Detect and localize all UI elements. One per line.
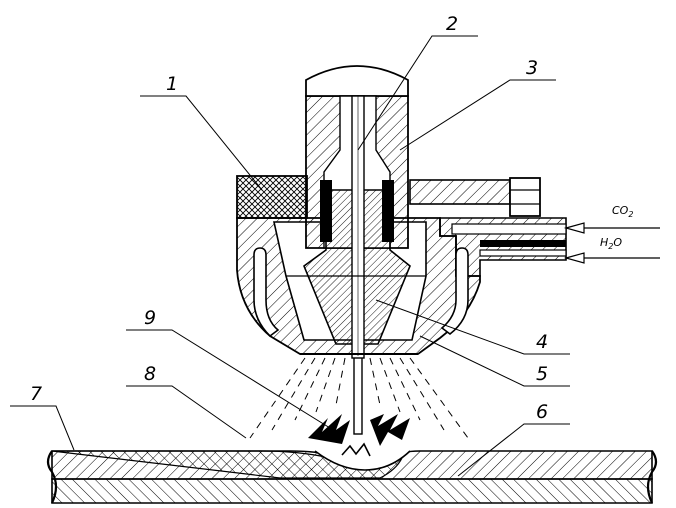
arc-right — [370, 414, 410, 446]
insulator-ring-right — [409, 179, 511, 205]
leaders — [10, 35, 570, 477]
label-3: 3 — [526, 57, 538, 79]
workpiece — [46, 450, 658, 504]
spray-right — [369, 357, 469, 439]
torch — [236, 65, 567, 359]
lower-plate — [51, 478, 653, 504]
label-1: 1 — [166, 73, 178, 95]
h2o-label: H2O — [600, 236, 622, 251]
label-4: 4 — [536, 331, 548, 353]
electrode-tip — [353, 355, 363, 435]
gas-inlets: CO2 H2O — [563, 204, 660, 264]
label-6: 6 — [536, 401, 548, 423]
label-2: 2 — [446, 13, 458, 35]
melt-pool — [314, 450, 411, 471]
body-cap — [305, 65, 409, 97]
leader-6 — [457, 423, 570, 477]
water-channel — [480, 240, 566, 247]
cooling-slot-right — [440, 247, 469, 336]
gas-channel-top — [451, 223, 567, 235]
leader-1 — [140, 95, 263, 191]
label-7: 7 — [30, 383, 42, 405]
leader-4 — [375, 299, 570, 355]
label-8: 8 — [144, 363, 156, 385]
leader-8 — [126, 385, 247, 439]
leader-7 — [10, 405, 75, 451]
leader-5 — [419, 335, 570, 387]
label-9: 9 — [144, 307, 156, 329]
arc-spray — [249, 355, 469, 457]
part-numbers: 1 2 3 4 5 6 7 8 9 — [30, 13, 548, 423]
left-break — [46, 450, 58, 504]
leader-3 — [399, 79, 556, 151]
leader-9 — [126, 329, 331, 429]
arc-left — [308, 414, 350, 444]
fitting-nut — [509, 177, 541, 217]
water-channel-2 — [479, 249, 567, 257]
label-5: 5 — [536, 363, 548, 385]
insulator-ring — [236, 175, 308, 219]
cooling-slot-left — [253, 247, 280, 338]
arc-center — [341, 442, 371, 457]
leader-2 — [357, 35, 478, 151]
right-break — [646, 450, 658, 504]
co2-label: CO2 — [612, 204, 633, 219]
